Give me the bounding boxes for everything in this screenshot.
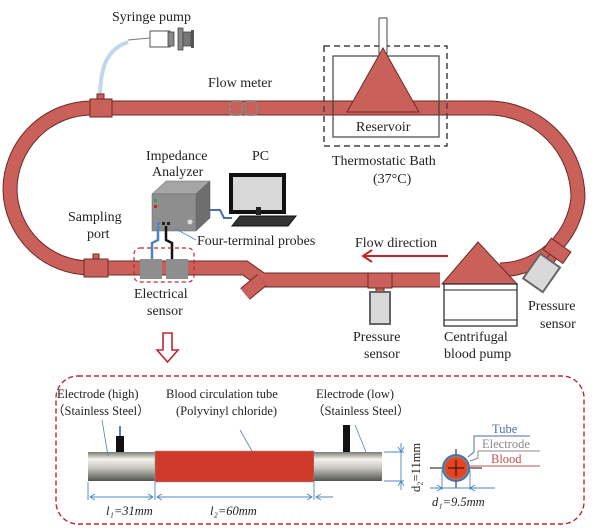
flow-direction-label: Flow direction: [355, 236, 437, 251]
impedance-analyzer: [151, 180, 211, 232]
l1-dimension: l₁=31mm: [106, 504, 153, 518]
electrical-sensor-highlight: [133, 247, 195, 283]
sampling-port: [83, 258, 109, 278]
pressure-sensor-right: [521, 237, 572, 294]
pc-icon: [229, 173, 298, 227]
syringe-pump-label: Syringe pump: [112, 10, 191, 25]
electrode-high-label-line1: Electrode (high): [57, 387, 139, 401]
d1-dimension: d₁=9.5mm: [432, 495, 485, 509]
blood-circulation-tube: [154, 450, 315, 483]
electrode-block-high: [140, 259, 162, 279]
electrode-high-tube: [88, 452, 155, 481]
thermostatic-bath-label: Thermostatic Bath: [332, 154, 436, 169]
impedance-analyzer-label-line1: Impedance: [146, 149, 207, 164]
d2-dimension-lines: [384, 443, 405, 490]
pressure-sensor-mid-label-line1: Pressure: [353, 330, 400, 345]
electrical-sensor-label-line1: Electrical: [134, 287, 188, 302]
pressure-sensor-right-label-line2: sensor: [540, 317, 576, 332]
impedance-analyzer-label-line2: Analyzer: [152, 165, 204, 180]
syringe-pump: [98, 27, 194, 101]
centrifugal-pump-label-line1: Centrifugal: [444, 330, 508, 345]
legend-tube: Tube: [492, 422, 518, 436]
pressure-sensor-mid-label-line2: sensor: [364, 347, 400, 362]
flow-meter-label: Flow meter: [208, 76, 272, 91]
legend-blood: Blood: [491, 452, 522, 466]
legend-electrode: Electrode: [482, 437, 530, 451]
reservoir: [346, 46, 420, 113]
pressure-sensor-mid: [369, 291, 391, 325]
analyzer-pc-cable: [210, 209, 232, 219]
electrode-low-label-line2: （Stainless Steel）: [312, 404, 410, 418]
electrode-high-label-line2: （Stainless Steel）: [52, 404, 150, 418]
d1-dimension-lines: [430, 470, 495, 492]
sampling-port-label-line2: port: [87, 227, 110, 242]
probe-cable-high: [150, 226, 160, 262]
reservoir-label: Reservoir: [356, 120, 411, 135]
electrode-block-low: [166, 259, 188, 279]
flow-meter-icon: [229, 100, 258, 116]
sampling-port-label-line1: Sampling: [68, 210, 122, 225]
tube-label-line1: Blood circulation tube: [166, 387, 278, 401]
four-terminal-probes-label: Four-terminal probes: [197, 234, 315, 249]
electrical-sensor-label-line2: sensor: [147, 304, 183, 319]
syringe-junction: [89, 98, 113, 118]
centrifugal-pump-label-line2: blood pump: [444, 347, 511, 362]
d2-dimension: d₂=11mm: [409, 443, 423, 492]
pressure-sensor-right-label-line1: Pressure: [528, 299, 575, 314]
cross-section-leaders: [467, 435, 540, 467]
centrifugal-pump-body: [443, 283, 518, 327]
cross-section: [430, 449, 482, 488]
pc-label: PC: [252, 149, 269, 164]
electrode-high-pin: [116, 436, 124, 452]
l2-dimension: l₂=60mm: [210, 504, 257, 518]
bath-temperature-label: (37°C): [373, 172, 412, 187]
pressure-junction-mid: [367, 272, 393, 289]
electrode-low-tube: [314, 452, 382, 481]
tube-label-line2: (Polyvinyl chloride): [176, 404, 277, 418]
length-dimensions: [87, 482, 333, 501]
detail-arrow-icon: [155, 332, 180, 364]
electrode-low-label-line1: Electrode (low): [316, 387, 394, 401]
sensor-detail-panel: [55, 375, 585, 525]
probe-cable-low: [164, 226, 174, 262]
electrode-low-pin: [343, 425, 350, 452]
